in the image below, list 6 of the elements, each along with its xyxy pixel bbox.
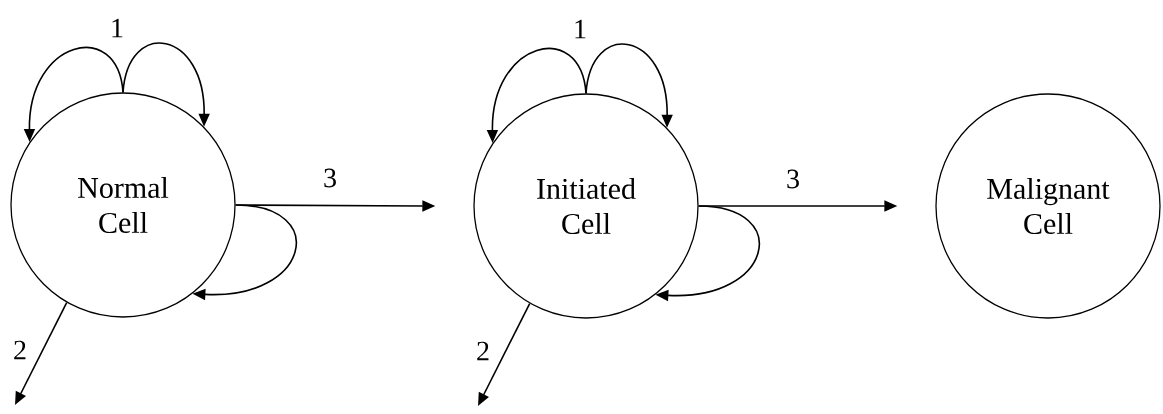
edge-label: 3 — [785, 168, 801, 190]
edge-label: 2 — [475, 340, 491, 362]
edge-label: 3 — [322, 167, 338, 189]
edge-label: 1 — [572, 18, 588, 40]
edge-label: 1 — [109, 17, 125, 39]
edge-label: 2 — [12, 339, 28, 361]
